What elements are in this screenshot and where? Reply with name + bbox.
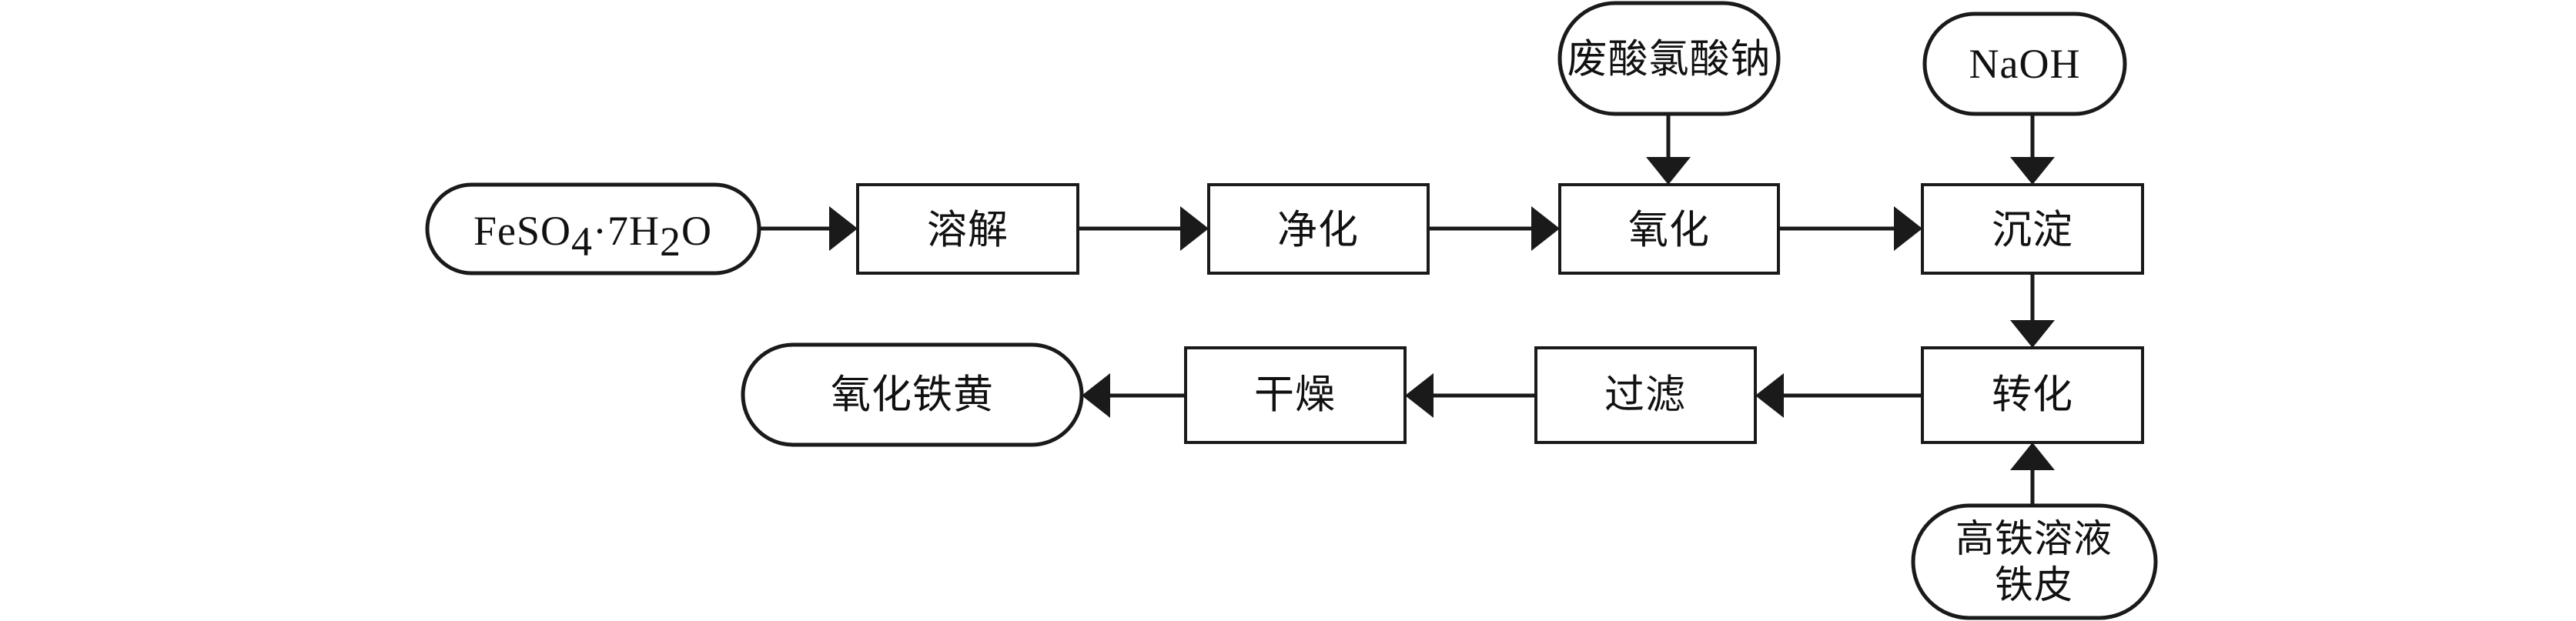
node-waste-acid[interactable]: 废酸氯酸钠 <box>1557 1 1781 116</box>
edge-oxidize-to-precipitate <box>1778 206 1922 251</box>
node-dissolve-label: 溶解 <box>927 209 1009 253</box>
node-filter[interactable]: 过滤 <box>1534 346 1757 444</box>
node-oxidize[interactable]: 氧化 <box>1558 183 1780 275</box>
edge-naoh-to-precipitate <box>2010 114 2055 185</box>
node-purify[interactable]: 净化 <box>1207 183 1430 275</box>
node-naoh-label: NaOH <box>1969 41 2081 87</box>
node-dry-label: 干燥 <box>1254 374 1336 418</box>
node-oxidize-label: 氧化 <box>1628 209 1710 253</box>
edge-dry-to-product <box>1082 373 1186 418</box>
edge-dissolve-to-purify <box>1078 206 1209 251</box>
node-precipitate[interactable]: 沉淀 <box>1921 183 2144 275</box>
node-precipitate-label: 沉淀 <box>1992 209 2073 253</box>
node-feso4[interactable]: FeSO4·7H2O <box>425 182 761 275</box>
node-iron-solution-label-line2: 铁皮 <box>1995 563 2073 606</box>
node-product[interactable]: 氧化铁黄 <box>741 342 1084 447</box>
node-purify-label: 净化 <box>1277 209 1359 253</box>
node-filter-label: 过滤 <box>1604 374 1686 418</box>
node-convert[interactable]: 转化 <box>1921 346 2144 444</box>
node-product-label: 氧化铁黄 <box>831 374 994 418</box>
edges-layer <box>759 114 2055 506</box>
node-waste-acid-label: 废酸氯酸钠 <box>1567 38 1771 82</box>
node-feso4-label: FeSO4·7H2O <box>473 208 712 265</box>
edge-convert-to-filter <box>1755 373 1922 418</box>
node-dissolve[interactable]: 溶解 <box>856 183 1079 275</box>
node-convert-label: 转化 <box>1992 374 2073 418</box>
edge-feso4-to-dissolve <box>759 206 858 251</box>
edge-precipitate-to-convert <box>2010 273 2055 348</box>
node-naoh[interactable]: NaOH <box>1922 12 2127 116</box>
edge-ironsolution-to-convert <box>2010 442 2055 506</box>
node-iron-solution[interactable]: 高铁溶液 铁皮 <box>1911 503 2158 620</box>
nodes-layer: FeSO4·7H2O 溶解 净化 氧化 沉淀 <box>425 1 2158 620</box>
edge-filter-to-dry <box>1405 373 1536 418</box>
node-iron-solution-label-line1: 高铁溶液 <box>1955 517 2113 560</box>
node-dry[interactable]: 干燥 <box>1184 346 1407 444</box>
edge-purify-to-oxidize <box>1428 206 1560 251</box>
edge-wasteacid-to-oxidize <box>1646 114 1691 185</box>
